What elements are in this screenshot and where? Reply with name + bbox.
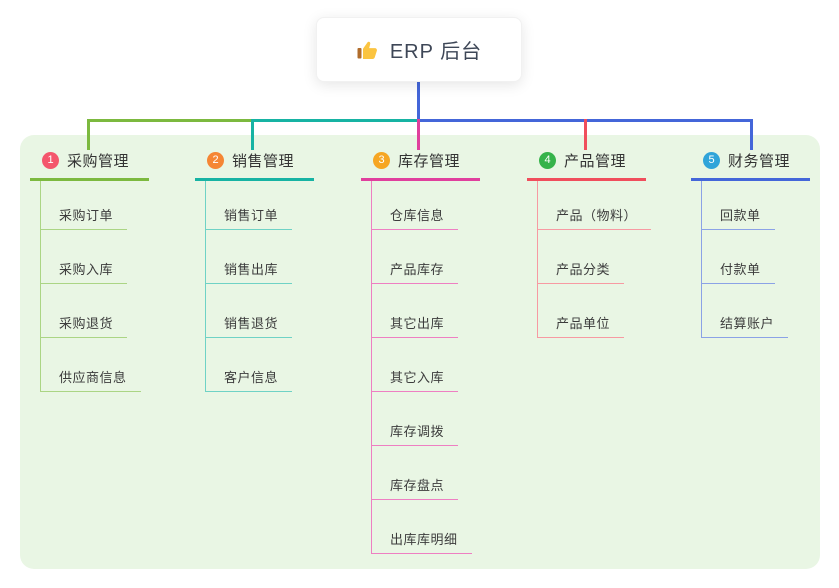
bus-segment-green xyxy=(87,119,251,122)
bus-segment-teal xyxy=(251,119,417,122)
branch-header-3[interactable]: 3 库存管理 xyxy=(361,150,481,181)
child-node[interactable]: 销售出库 xyxy=(206,230,293,284)
branch-column-2: 2 销售管理销售订单销售出库销售退货客户信息 xyxy=(195,150,315,392)
branch-header-4[interactable]: 4 产品管理 xyxy=(527,150,647,181)
child-node[interactable]: 供应商信息 xyxy=(41,338,141,392)
root-connector-line xyxy=(417,82,420,122)
child-node[interactable]: 采购退货 xyxy=(41,284,128,338)
branch-title: 销售管理 xyxy=(232,153,295,170)
branch-children-list: 回款单付款单结算账户 xyxy=(701,181,810,338)
child-node[interactable]: 销售订单 xyxy=(206,181,293,230)
branch-header-1[interactable]: 1 采购管理 xyxy=(30,150,150,181)
child-node[interactable]: 采购入库 xyxy=(41,230,128,284)
child-node[interactable]: 产品（物料） xyxy=(538,181,652,230)
branch-column-4: 4 产品管理产品（物料）产品分类产品单位 xyxy=(527,150,652,338)
child-node[interactable]: 其它入库 xyxy=(372,338,459,392)
root-title: ERP 后台 xyxy=(389,41,483,63)
child-node[interactable]: 产品分类 xyxy=(538,230,625,284)
branch-column-3: 3 库存管理仓库信息产品库存其它出库其它入库库存调拨库存盘点出库库明细 xyxy=(361,150,481,554)
branch-number-badge: 2 xyxy=(207,152,224,169)
branch-title: 采购管理 xyxy=(67,153,130,170)
branch-drop-line-1 xyxy=(87,119,90,150)
child-node[interactable]: 库存盘点 xyxy=(372,446,459,500)
child-node[interactable]: 产品单位 xyxy=(538,284,625,338)
child-node[interactable]: 仓库信息 xyxy=(372,181,459,230)
root-node-erp[interactable]: ERP 后台 xyxy=(316,17,522,82)
child-node[interactable]: 结算账户 xyxy=(702,284,789,338)
child-node[interactable]: 销售退货 xyxy=(206,284,293,338)
branch-children-list: 采购订单采购入库采购退货供应商信息 xyxy=(40,181,149,392)
branch-children-list: 仓库信息产品库存其它出库其它入库库存调拨库存盘点出库库明细 xyxy=(371,181,480,554)
branch-drop-line-2 xyxy=(251,119,254,150)
branch-drop-line-3 xyxy=(417,119,420,150)
child-node[interactable]: 付款单 xyxy=(702,230,775,284)
branch-title: 产品管理 xyxy=(564,153,627,170)
child-node[interactable]: 出库库明细 xyxy=(372,500,472,554)
branches-background-panel xyxy=(20,135,820,569)
branch-title: 库存管理 xyxy=(398,153,461,170)
child-node[interactable]: 采购订单 xyxy=(41,181,128,230)
branch-header-2[interactable]: 2 销售管理 xyxy=(195,150,315,181)
child-node[interactable]: 产品库存 xyxy=(372,230,459,284)
child-node[interactable]: 回款单 xyxy=(702,181,775,230)
branch-column-1: 1 采购管理采购订单采购入库采购退货供应商信息 xyxy=(30,150,150,392)
branch-drop-line-5 xyxy=(750,119,753,150)
thumbs-up-icon xyxy=(356,38,380,62)
branch-column-5: 5 财务管理回款单付款单结算账户 xyxy=(691,150,811,338)
branch-title: 财务管理 xyxy=(728,153,791,170)
child-node[interactable]: 库存调拨 xyxy=(372,392,459,446)
branch-drop-line-4 xyxy=(584,119,587,150)
branch-number-badge: 4 xyxy=(539,152,556,169)
child-node[interactable]: 客户信息 xyxy=(206,338,293,392)
branch-children-list: 产品（物料）产品分类产品单位 xyxy=(537,181,652,338)
branch-header-5[interactable]: 5 财务管理 xyxy=(691,150,811,181)
child-node[interactable]: 其它出库 xyxy=(372,284,459,338)
branch-children-list: 销售订单销售出库销售退货客户信息 xyxy=(205,181,314,392)
branch-number-badge: 3 xyxy=(373,152,390,169)
branch-number-badge: 5 xyxy=(703,152,720,169)
branch-number-badge: 1 xyxy=(42,152,59,169)
